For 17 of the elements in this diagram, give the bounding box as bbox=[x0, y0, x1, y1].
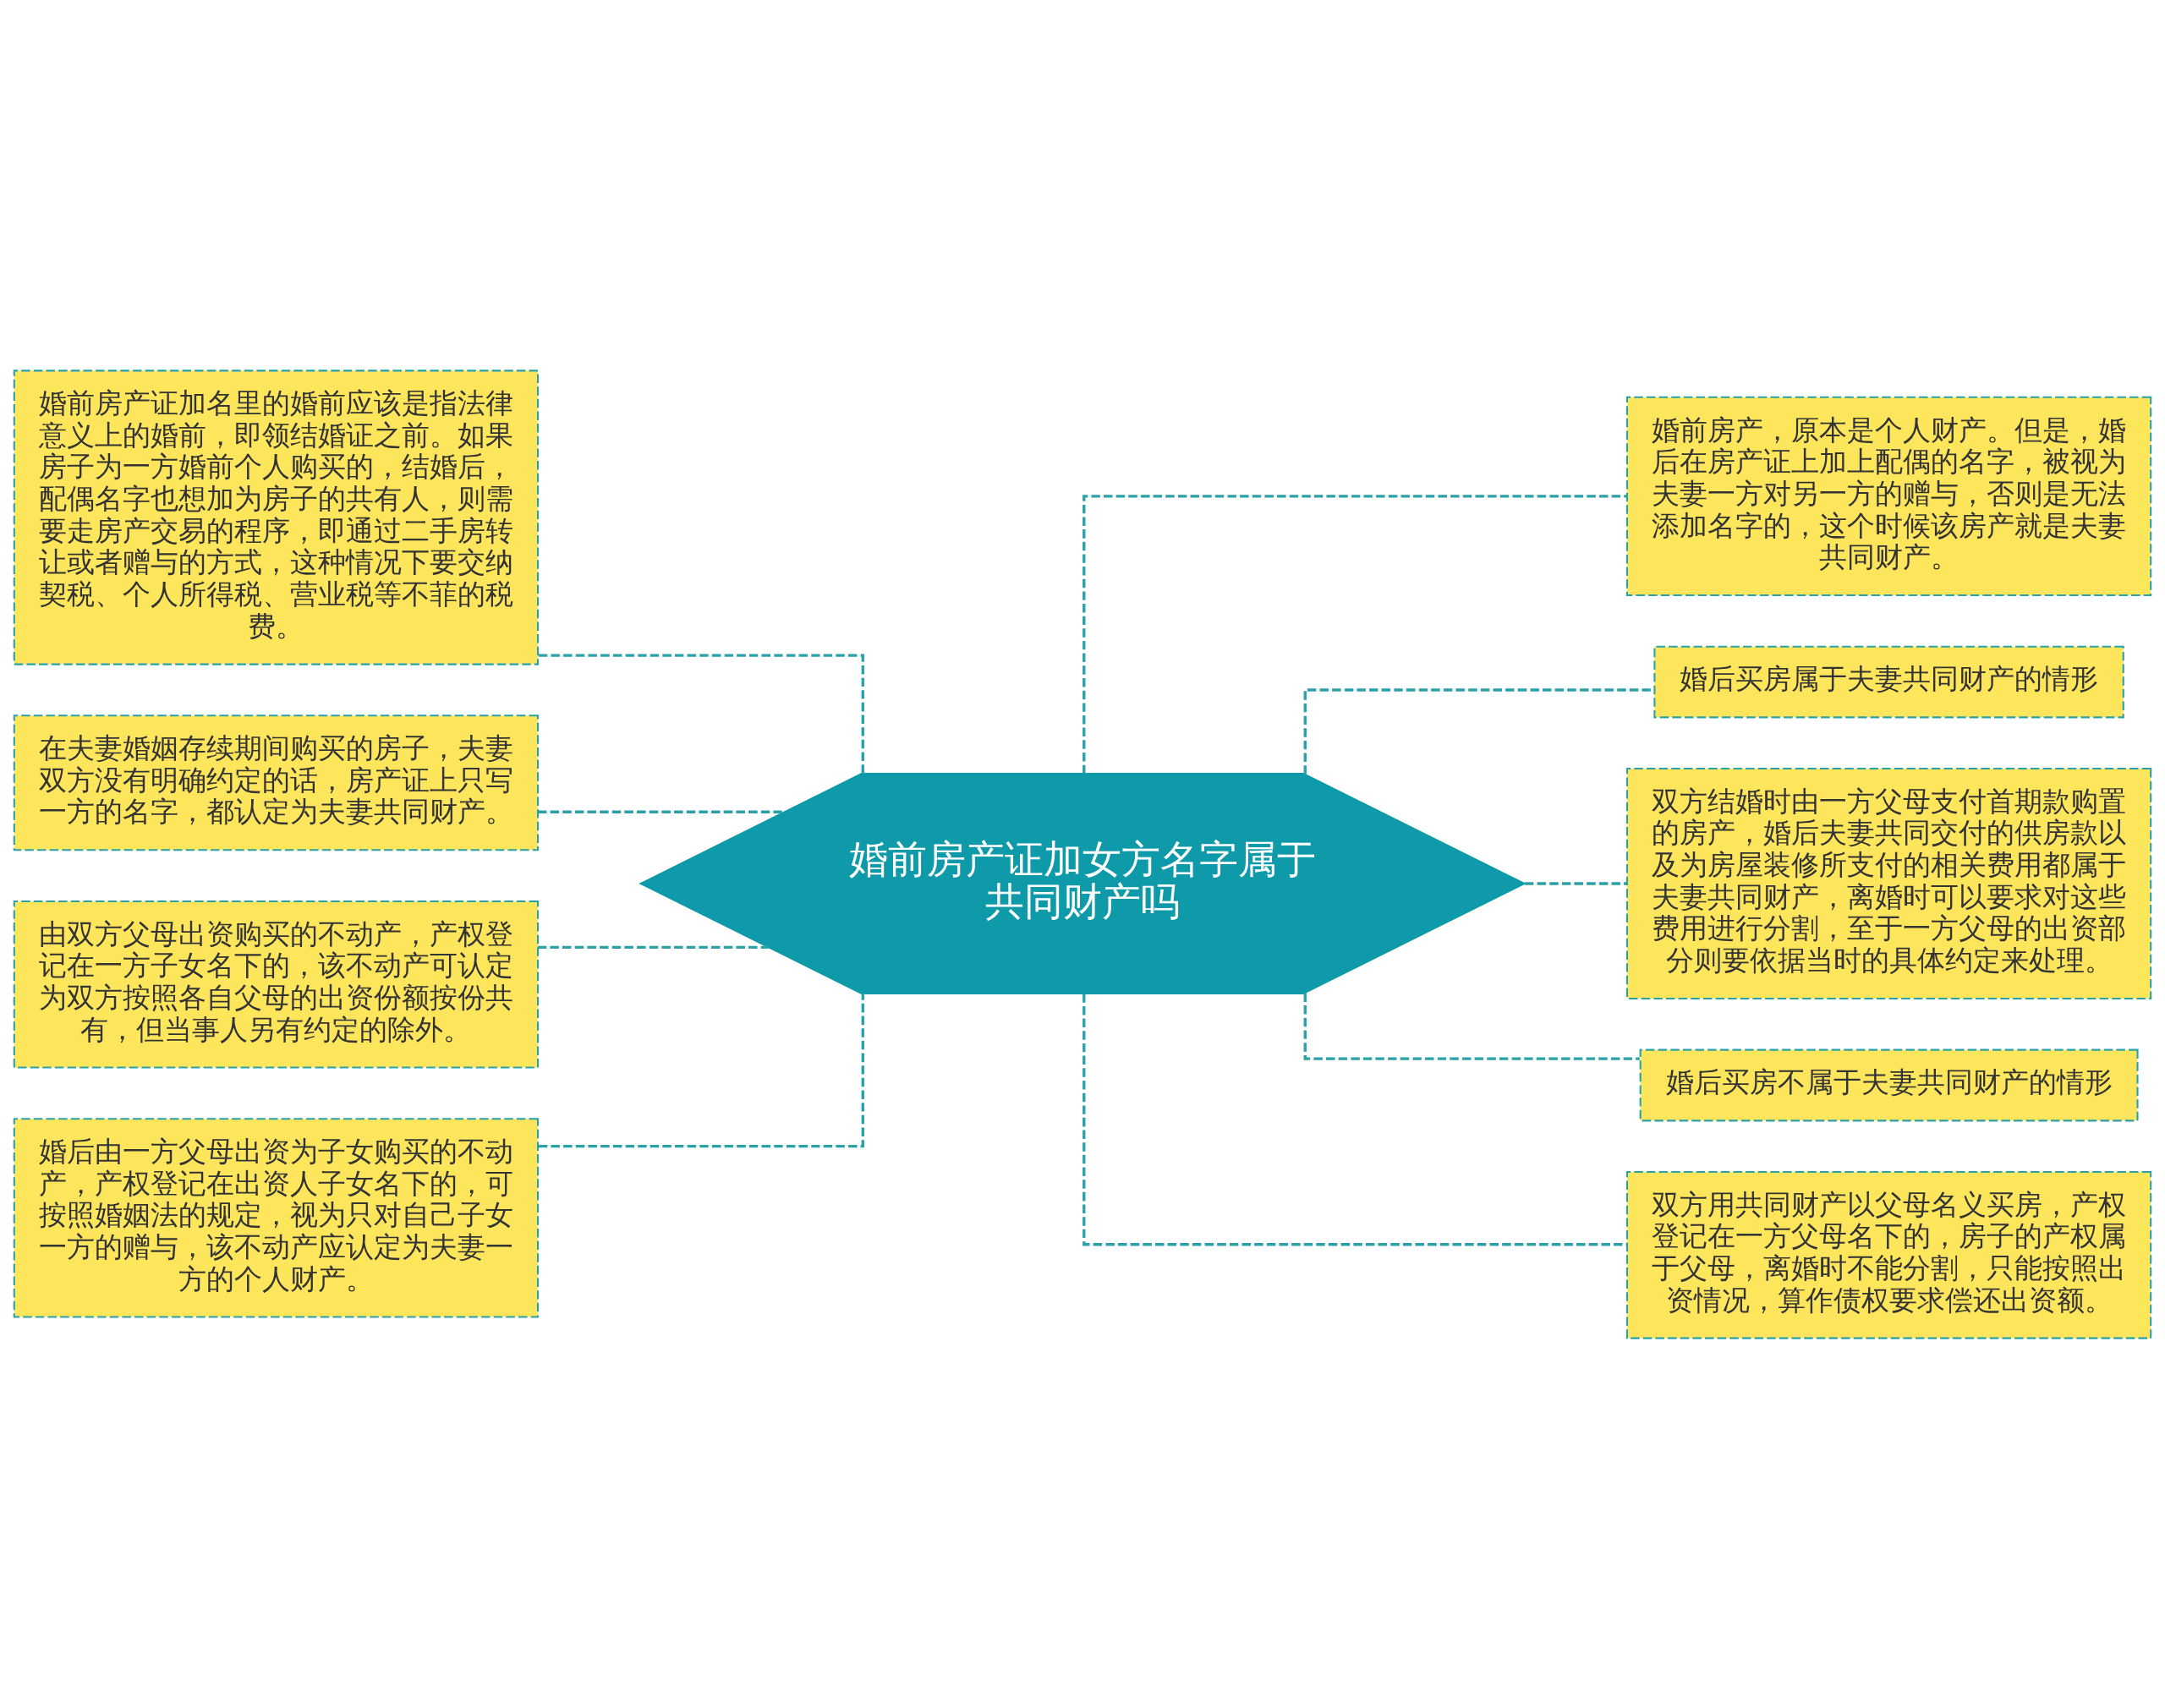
node-box: 婚后买房属于夫妻共同财产的情形 bbox=[1653, 645, 2124, 718]
connector bbox=[538, 654, 864, 774]
connector bbox=[1082, 993, 1627, 1245]
connector bbox=[538, 810, 785, 813]
node-box: 在夫妻婚姻存续期间购买的房子，夫妻双方没有明确约定的话，房产证上只写一方的名字，都认定为夫妻共同财产。 bbox=[13, 714, 540, 851]
connector bbox=[1082, 494, 1627, 774]
node-box: 婚前房产证加名里的婚前应该是指法律意义上的婚前，即领结婚证之前。如果房子为一方婚前个人购买的，结婚后，配偶名字也想加为房子的共有人，则需要走房产交易的程序，即通过二手房转让或者赠与的方式，这种情况下要交纳契税、个人所得税、营业税等不菲的税费。 bbox=[13, 369, 540, 665]
node-box: 婚后买房不属于夫妻共同财产的情形 bbox=[1639, 1048, 2139, 1121]
node-box: 双方用共同财产以父母名义买房，产权登记在一方父母名下的，房子的产权属于父母，离婚时不能分割，只能按照出资情况，算作债权要求偿还出资额。 bbox=[1625, 1170, 2152, 1339]
node-box: 由双方父母出资购买的不动产，产权登记在一方子女名下的，该不动产可认定为双方按照各自父母的出资份额按份共有，但当事人另有约定的除外。 bbox=[13, 900, 540, 1069]
node-box: 婚后由一方父母出资为子女购买的不动产，产权登记在出资人子女名下的，可按照婚姻法的规定，视为只对自己子女一方的赠与，该不动产应认定为夫妻一方的个人财产。 bbox=[13, 1117, 540, 1318]
node-box: 双方结婚时由一方父母支付首期款购置的房产，婚后夫妻共同交付的供房款以及为房屋装修所支付的相关费用都属于夫妻共同财产，离婚时可以要求对这些费用进行分割，至于一方父母的出资部分则要依据当时的具体约定来处理。 bbox=[1625, 767, 2152, 999]
connector bbox=[538, 945, 769, 949]
connector bbox=[1303, 992, 1640, 1060]
node-box: 婚前房产，原本是个人财产。但是，婚后在房产证上加上配偶的名字，被视为夫妻一方对另一方的赠与，否则是无法添加名字的，这个时候该房产就是夫妻共同财产。 bbox=[1625, 396, 2152, 596]
connector bbox=[538, 993, 864, 1147]
connector bbox=[1524, 881, 1627, 885]
